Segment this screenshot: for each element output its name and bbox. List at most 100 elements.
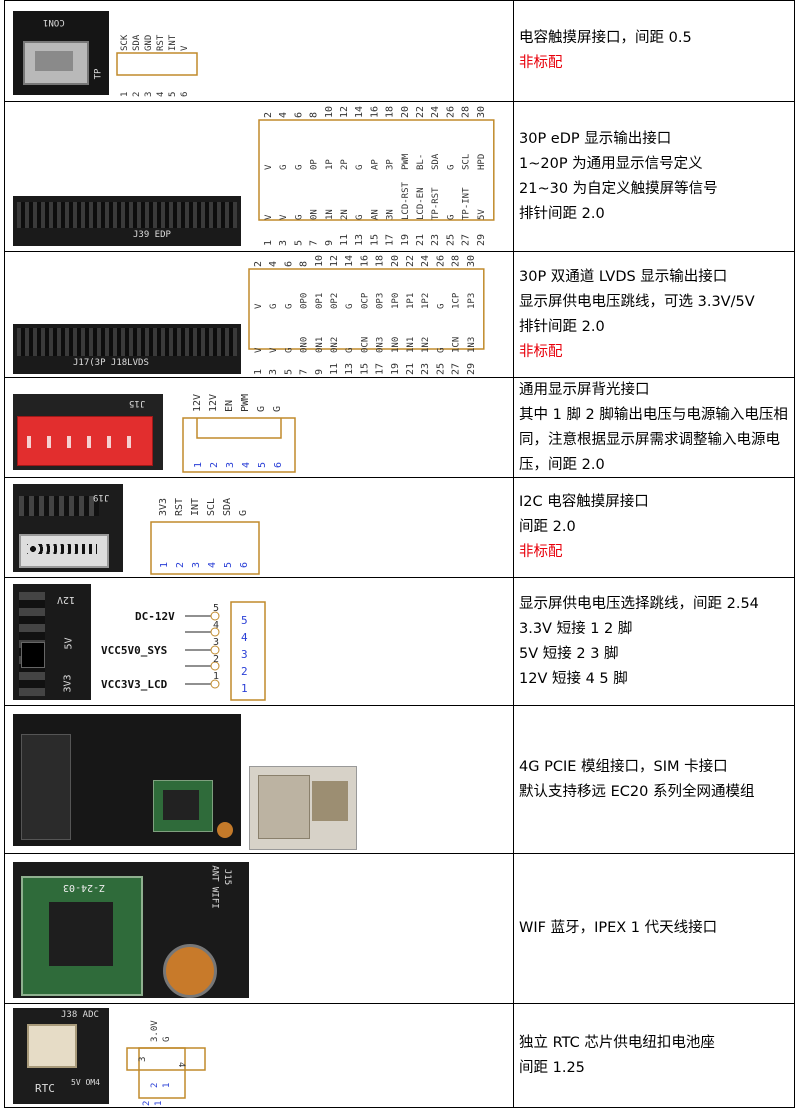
signal-label: V [254, 303, 264, 309]
pin-number: 3 [225, 462, 236, 468]
signal-label: 1CP [452, 292, 462, 309]
signal-label: SCL [462, 154, 472, 170]
signal-label: TP-RST [431, 187, 441, 220]
description-line: 显示屏供电电压跳线，可选 3.3V/5V [519, 293, 755, 310]
silk-label: J19 [93, 492, 110, 502]
signal-label: INT [190, 498, 201, 516]
pin-number: 1 [159, 562, 170, 568]
pin-number: 29 [466, 363, 477, 375]
silk-label: RTC [35, 1082, 55, 1095]
pin-number: 15 [359, 363, 370, 375]
signal-label: G [345, 304, 355, 309]
pin-number: 30 [466, 255, 477, 267]
row-description: 30P eDP 显示输出接口 1~20P 为通用显示信号定义 21~30 为自定… [519, 102, 790, 251]
signal-label: V [254, 347, 264, 353]
pin-number: 16 [369, 106, 380, 118]
pin-number: 5 [257, 462, 268, 468]
table-row: 4G PCIE 模组接口，SIM 卡接口 默认支持移远 EC20 系列全网通模组 [5, 706, 794, 854]
signal-label: AP [370, 159, 380, 170]
pin-number: 3 [191, 562, 202, 568]
signal-label: 0P3 [376, 293, 386, 309]
pin-number: 26 [435, 255, 446, 267]
signal-label: V [264, 214, 274, 220]
pin-number: 25 [435, 363, 446, 375]
pin-number: 30 [476, 106, 487, 118]
description-line: 默认支持移远 EC20 系列全网通模组 [519, 783, 755, 800]
row-illustration: J15 12V 12V EN PWM G G 1 2 3 4 5 [5, 378, 513, 477]
signal-label: G [446, 165, 456, 170]
signal-label: 5V [477, 209, 487, 220]
signal-label: G [238, 510, 249, 516]
pin-number: 5 [213, 603, 219, 614]
row-description: 电容触摸屏接口，间距 0.5 非标配 [519, 1, 790, 101]
pin-number: 18 [375, 255, 386, 267]
pin-number: 10 [314, 255, 325, 267]
pin-number: 4 [176, 1062, 186, 1067]
pin-number: 5 [223, 562, 234, 568]
silk-label: 5V [63, 637, 75, 650]
signal-label: 1N1 [406, 337, 416, 353]
pin-number: 2 [241, 665, 248, 678]
pin-number: 23 [420, 363, 431, 375]
silk-label: TP [93, 68, 104, 80]
pin-number: 14 [344, 255, 355, 267]
pin-number: 1 [120, 92, 130, 97]
signal-label: 3P [386, 159, 396, 170]
pin-number: 24 [430, 106, 441, 118]
pin-number: 29 [476, 234, 487, 246]
pin-number: 26 [445, 106, 456, 118]
pin-number: 13 [354, 234, 365, 246]
pin-number: 9 [324, 240, 335, 246]
table-row: Z-24-03 ANT WIFI J15 WIF 蓝牙，IPEX 1 代天线接口 [5, 854, 794, 1004]
pin-number: 28 [461, 106, 472, 118]
signal-label: 0P1 [315, 293, 325, 309]
pin-number: 6 [293, 112, 304, 118]
signal-label: G [436, 304, 446, 309]
signal-label: 0N1 [315, 337, 325, 353]
pin-number: 6 [180, 92, 190, 97]
signal-label: HPD [477, 154, 487, 170]
signal-label: G [345, 348, 355, 353]
signal-label: V [264, 164, 274, 170]
signal-label: G [269, 304, 279, 309]
signal-label: 1CN [452, 337, 462, 353]
signal-label: 0N0 [300, 337, 310, 353]
pin-number: 23 [430, 234, 441, 246]
pin-number: 13 [344, 363, 355, 375]
table-row: J38 ADC RTC 5V OM4 3.0V G 3 4 2 1 2 [5, 1004, 794, 1108]
silk-label: CON1 [43, 17, 65, 27]
signal-label: 1N0 [391, 337, 401, 353]
pin-number: 7 [309, 240, 320, 246]
signal-label: 0CN [360, 337, 370, 353]
signal-label: SDA [431, 153, 441, 170]
pin-number: 22 [415, 106, 426, 118]
signal-label: G [294, 165, 304, 170]
signal-label: EN [224, 400, 235, 412]
pin-number: 27 [461, 234, 472, 246]
pin-number: 6 [283, 261, 294, 267]
pin-number: 18 [385, 106, 396, 118]
connector-photo: J19 [13, 484, 123, 572]
signal-label: G [256, 406, 267, 412]
signal-label: GND [144, 35, 154, 51]
silk-label: J39 EDP [133, 230, 171, 240]
pin-number: 16 [359, 255, 370, 267]
row-illustration: 12V 5V 3V3 DC-12V VCC5V0_SYS VCC3V3_LCD [5, 578, 513, 705]
signal-label: G [284, 304, 294, 309]
pinout-diagram: 3.0V G 3 4 2 1 2 1 [126, 1020, 206, 1106]
signal-label: PWM [401, 153, 411, 170]
description-line: 3.3V 短接 1 2 脚 [519, 620, 633, 637]
signal-label: LCD-RST [401, 181, 411, 220]
description-line: 30P eDP 显示输出接口 [519, 130, 672, 147]
pin-number: 2 [142, 1101, 152, 1106]
pin-number: 5 [283, 369, 294, 375]
pinout-diagram: DC-12V VCC5V0_SYS VCC3V3_LCD 5 4 3 2 1 [101, 601, 266, 701]
silk-label: J17(3P J18LVDS [73, 358, 149, 368]
signal-label: 0N [310, 209, 320, 220]
net-label: VCC3V3_LCD [101, 678, 168, 691]
signal-label: V [279, 214, 289, 220]
table-row: J15 12V 12V EN PWM G G 1 2 3 4 5 [5, 378, 794, 478]
pin-number: 4 [207, 562, 218, 568]
net-label: VCC5V0_SYS [101, 644, 167, 657]
pinout-diagram: 3V3 RST INT SCL SDA G 1 2 3 4 5 6 [150, 498, 260, 575]
